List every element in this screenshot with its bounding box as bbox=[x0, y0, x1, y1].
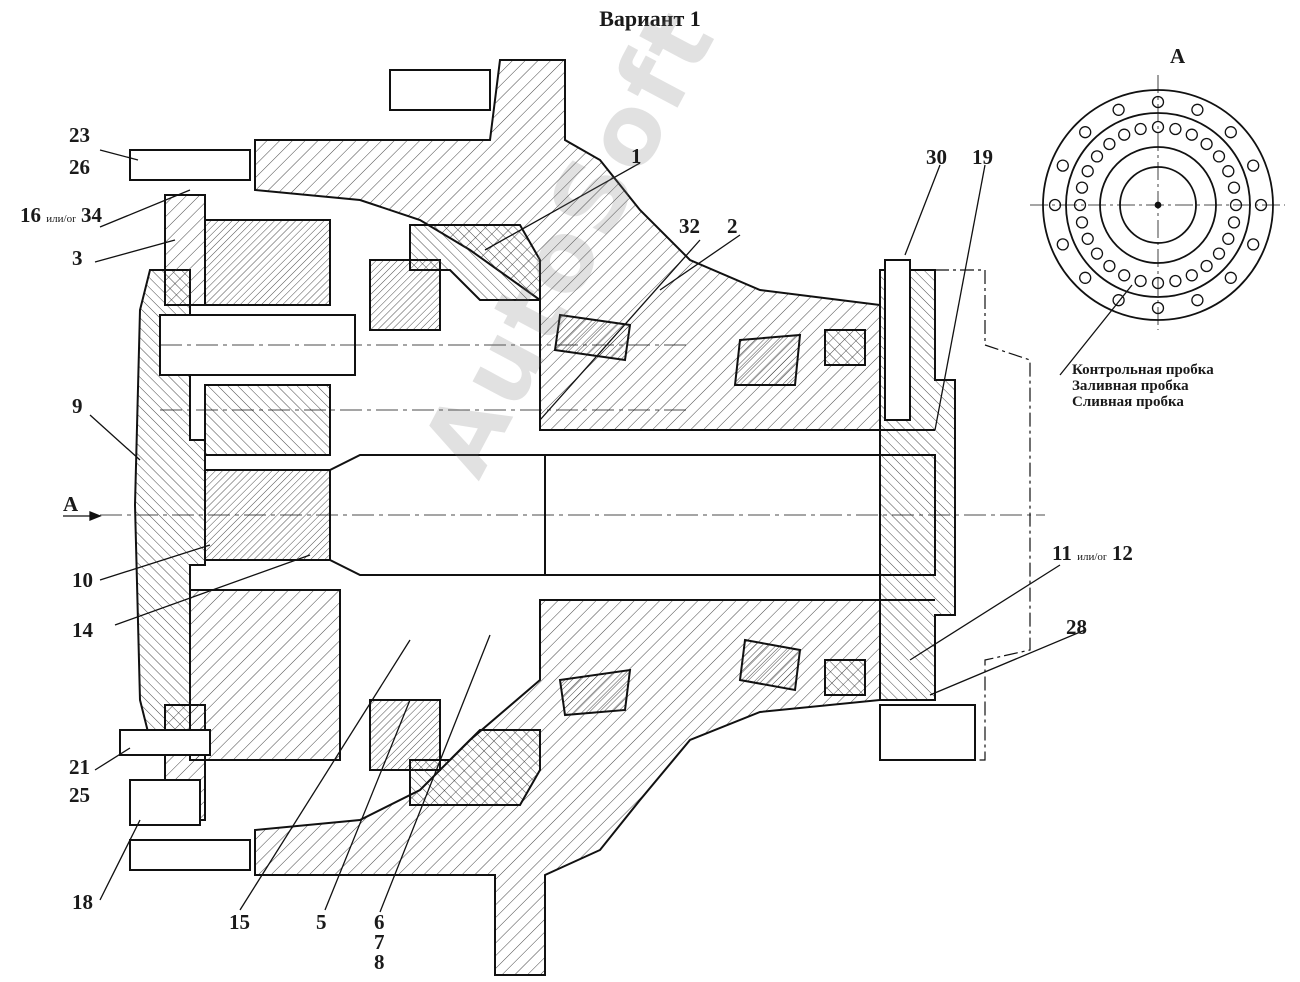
piston-lower bbox=[409, 729, 541, 806]
inner-bolt-hole bbox=[1090, 247, 1104, 260]
callout-19: 19 bbox=[972, 145, 993, 169]
inner-bolt-hole bbox=[1227, 216, 1241, 229]
inner-bolt-hole bbox=[1212, 247, 1226, 260]
shaft-splines bbox=[204, 469, 331, 561]
gear-block-lower bbox=[189, 589, 341, 761]
inner-bolt-hole bbox=[1212, 150, 1226, 163]
callout-or-label-2: или/or bbox=[1077, 551, 1107, 563]
callout-21: 21 bbox=[69, 755, 90, 779]
callout-12: 12 bbox=[1111, 541, 1133, 565]
callout-16: 16 bbox=[20, 203, 41, 227]
view-a-label: A bbox=[1170, 44, 1186, 68]
bolt-25 bbox=[129, 779, 201, 826]
callout-32: 32 bbox=[679, 214, 700, 238]
arrow-a-label: A bbox=[63, 492, 79, 516]
bolt-21 bbox=[119, 729, 211, 756]
callout-7: 7 bbox=[374, 930, 385, 954]
bolt-23 bbox=[129, 149, 251, 181]
gear-block-upper bbox=[204, 219, 331, 306]
callout-15: 15 bbox=[229, 910, 250, 934]
inner-bolt-hole bbox=[1134, 274, 1147, 288]
bolt-bottom-right bbox=[879, 704, 976, 761]
outer-bolt-hole bbox=[1224, 271, 1237, 284]
inner-bolt-hole bbox=[1134, 122, 1147, 136]
inner-bolt-hole bbox=[1103, 137, 1116, 151]
inner-bolt-hole bbox=[1227, 181, 1241, 194]
seal-lower bbox=[824, 659, 866, 696]
plug-30 bbox=[884, 259, 911, 421]
inner-bolt-hole bbox=[1185, 269, 1198, 282]
inner-bolt-hole bbox=[1090, 150, 1104, 163]
callout-14: 14 bbox=[72, 618, 93, 642]
callout-2: 2 bbox=[727, 214, 738, 238]
outer-bolt-hole bbox=[1056, 238, 1069, 251]
inner-bolt-hole bbox=[1222, 165, 1235, 178]
outer-bolt-hole bbox=[1191, 294, 1204, 307]
housing-upper bbox=[254, 59, 881, 431]
bearing-inner-lower bbox=[558, 668, 632, 717]
brake-pack-upper bbox=[369, 259, 441, 331]
inner-bolt-hole bbox=[1169, 122, 1182, 136]
callout-23: 23 bbox=[69, 123, 90, 147]
drawing-title: Вариант 1 bbox=[599, 6, 701, 31]
stator-ring-top bbox=[164, 194, 206, 306]
outer-bolt-hole bbox=[1224, 126, 1237, 139]
callout-18: 18 bbox=[72, 890, 93, 914]
bearing-outer-upper bbox=[733, 333, 802, 386]
callout-34: 34 bbox=[80, 203, 102, 227]
bolt-18 bbox=[129, 839, 251, 871]
plug-legend: Контрольная пробка Заливная пробка Сливн… bbox=[1072, 362, 1214, 410]
callout-10: 10 bbox=[72, 568, 93, 592]
bearing-inner-upper bbox=[553, 313, 632, 362]
inner-bolt-hole bbox=[1200, 259, 1213, 273]
callout-9: 9 bbox=[72, 394, 83, 418]
callout-1: 1 bbox=[631, 144, 642, 168]
outer-bolt-hole bbox=[1079, 271, 1092, 284]
inner-bolt-hole bbox=[1118, 128, 1131, 141]
callout-28: 28 bbox=[1066, 615, 1087, 639]
inner-bolt-hole bbox=[1081, 165, 1094, 178]
callout-30: 30 bbox=[926, 145, 947, 169]
outer-bolt-hole bbox=[1247, 238, 1260, 251]
callout-25: 25 bbox=[69, 783, 90, 807]
outer-bolt-hole bbox=[1112, 103, 1125, 116]
callout-16-or-34: 16 или/or 34 bbox=[20, 205, 102, 226]
gear-block-upper-2 bbox=[204, 384, 331, 456]
inner-bolt-hole bbox=[1169, 274, 1182, 288]
leader-lines bbox=[89, 149, 1133, 913]
piston-upper bbox=[409, 224, 541, 301]
inner-bolt-hole bbox=[1103, 259, 1116, 273]
stud-top bbox=[389, 69, 491, 111]
inner-bolt-hole bbox=[1081, 232, 1094, 245]
view-a-holes bbox=[1048, 95, 1268, 315]
legend-drain-plug: Сливная пробка bbox=[1072, 394, 1184, 410]
outer-bolt-hole bbox=[1056, 159, 1069, 172]
callout-5: 5 bbox=[316, 910, 327, 934]
callout-11: 11 bbox=[1052, 541, 1072, 565]
seal-upper bbox=[824, 329, 866, 366]
callout-8: 8 bbox=[374, 950, 385, 974]
outer-bolt-hole bbox=[1247, 159, 1260, 172]
callout-26: 26 bbox=[69, 155, 90, 179]
bearing-outer-lower bbox=[738, 638, 802, 692]
view-arrow-a bbox=[63, 511, 102, 521]
legend-fill-plug: Заливная пробка bbox=[1072, 378, 1189, 394]
outer-bolt-hole bbox=[1191, 103, 1204, 116]
inner-bolt-hole bbox=[1118, 269, 1131, 282]
inner-bolt-hole bbox=[1222, 232, 1235, 245]
outer-bolt-hole bbox=[1079, 126, 1092, 139]
callout-3: 3 bbox=[72, 246, 83, 270]
inner-bolt-hole bbox=[1075, 216, 1089, 229]
inner-bolt-hole bbox=[1075, 181, 1089, 194]
inner-bolt-hole bbox=[1185, 128, 1198, 141]
callout-11-or-12: 11 или/or 12 bbox=[1052, 543, 1133, 564]
callout-6: 6 bbox=[374, 910, 385, 934]
inner-bolt-hole bbox=[1200, 137, 1213, 151]
callout-or-label: или/or bbox=[46, 213, 76, 225]
mounting-outline bbox=[935, 269, 1031, 761]
legend-control-plug: Контрольная пробка bbox=[1072, 362, 1214, 378]
